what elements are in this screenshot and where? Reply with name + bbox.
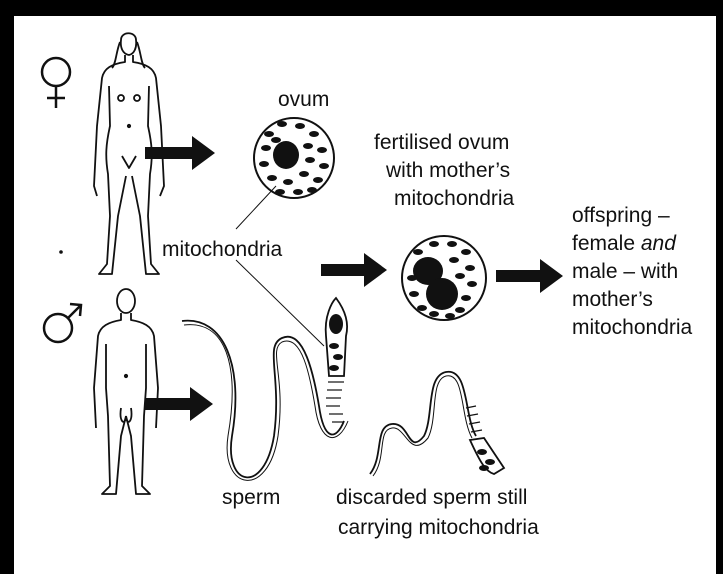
offspring-caption-line: offspring – <box>572 204 670 227</box>
offspring-and-text: and <box>641 232 677 255</box>
ovum-icon <box>254 118 334 198</box>
offspring-caption-line: male – with <box>572 260 678 283</box>
discarded-caption-line: carrying mitochondria <box>338 516 539 539</box>
offspring-caption: offspring – female and male – with mothe… <box>572 204 693 339</box>
arrow-icon <box>145 387 213 421</box>
male-symbol-icon <box>44 304 81 342</box>
arrow-icon <box>496 259 563 293</box>
mitochondria-inheritance-diagram: ovum mitochondria fertilised ovum with m… <box>14 16 716 574</box>
arrow-icon <box>145 136 215 170</box>
discarded-caption-line: discarded sperm still <box>336 486 527 509</box>
offspring-caption-line: mitochondria <box>572 316 693 339</box>
offspring-caption-line: mother’s <box>572 288 653 311</box>
female-symbol-icon <box>42 58 70 108</box>
ovum-label: ovum <box>278 88 329 111</box>
offspring-female-text: female <box>572 232 641 255</box>
diagram-frame: ovum mitochondria fertilised ovum with m… <box>14 16 716 574</box>
fertilised-caption-line: fertilised ovum <box>374 131 509 154</box>
discarded-sperm-icon <box>370 372 504 476</box>
pointer-line <box>236 260 324 346</box>
offspring-caption-line: female and <box>572 232 677 255</box>
mitochondria-label: mitochondria <box>162 238 283 261</box>
fertilised-caption-line: with mother’s <box>385 159 510 182</box>
fertilised-caption-line: mitochondria <box>394 187 515 210</box>
stray-dot <box>59 250 63 254</box>
fertilised-ovum-caption: fertilised ovum with mother’s mitochondr… <box>374 131 515 210</box>
discarded-sperm-caption: discarded sperm still carrying mitochond… <box>336 486 539 539</box>
sperm-label: sperm <box>222 486 280 509</box>
fertilised-ovum-icon <box>402 236 486 320</box>
pointer-line <box>236 186 276 229</box>
sperm-icon <box>182 298 348 480</box>
arrow-icon <box>321 253 387 287</box>
man-figure-icon <box>94 289 158 494</box>
